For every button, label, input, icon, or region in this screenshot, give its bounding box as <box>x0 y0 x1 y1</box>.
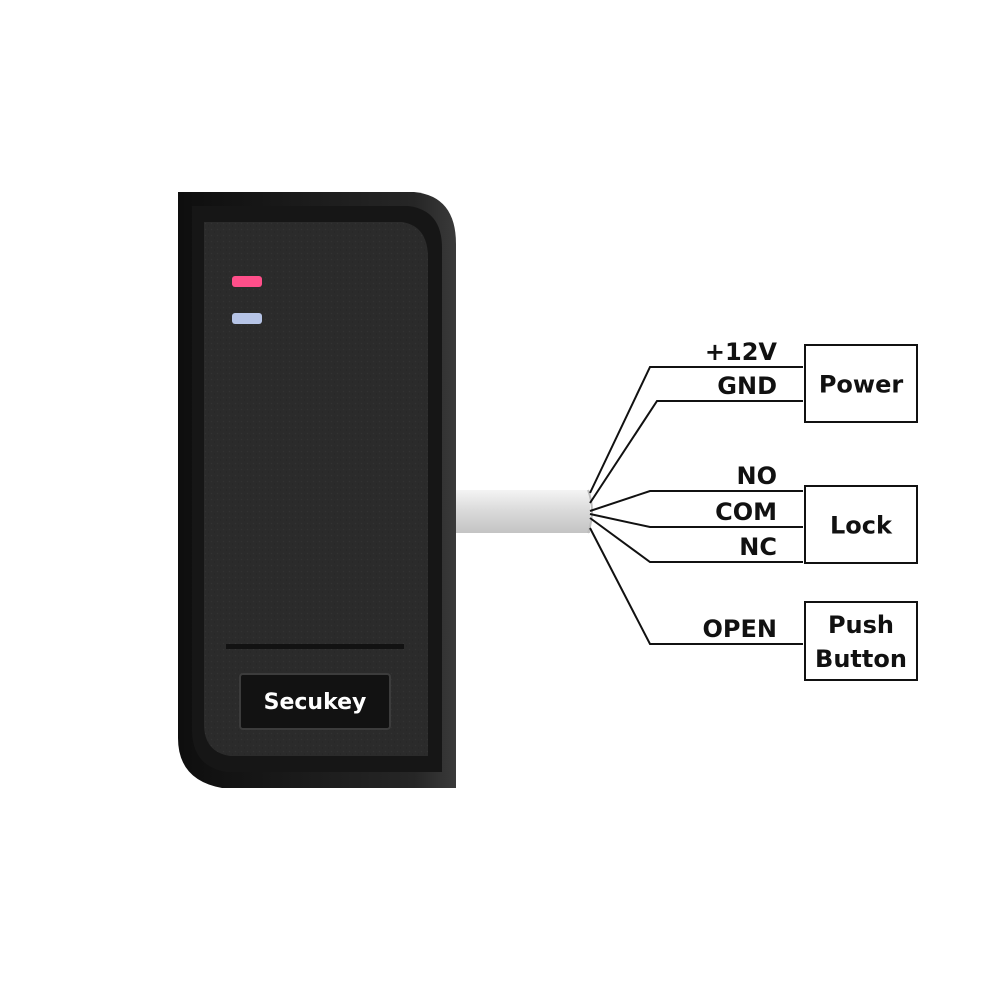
wire-label-nc: NC <box>739 533 777 561</box>
terminal-box-label: Button <box>815 645 907 673</box>
terminal-box-label: Lock <box>830 512 893 540</box>
terminal-box-push-button <box>804 601 918 681</box>
terminal-box-label: Push <box>828 611 894 639</box>
red-led-icon <box>232 276 262 287</box>
wire-no <box>589 490 803 512</box>
wire-12v <box>589 366 803 494</box>
blue-led-icon <box>232 313 262 324</box>
wire-label-open: OPEN <box>703 615 777 643</box>
wire-label-com: COM <box>715 498 777 526</box>
wire-nc <box>589 517 803 563</box>
wire-lines <box>589 366 803 645</box>
wire-label-gnd: GND <box>717 372 777 400</box>
wire-labels: +12V GND NO COM NC OPEN <box>703 338 778 643</box>
brand-logo: Secukey <box>264 690 367 715</box>
terminal-box-lock <box>804 485 918 564</box>
reader-divider-line <box>226 644 404 649</box>
terminal-box-power <box>804 344 918 423</box>
wire-label-no: NO <box>737 462 778 490</box>
reader-face <box>204 222 428 756</box>
cable <box>455 489 593 534</box>
wire-open <box>589 527 803 645</box>
wire-com <box>589 513 803 528</box>
wire-label-12v: +12V <box>705 338 778 366</box>
logo-badge <box>239 673 391 730</box>
card-reader: Secukey <box>178 192 456 788</box>
terminal-box-label: Power <box>819 371 904 399</box>
wire-gnd <box>589 400 803 504</box>
